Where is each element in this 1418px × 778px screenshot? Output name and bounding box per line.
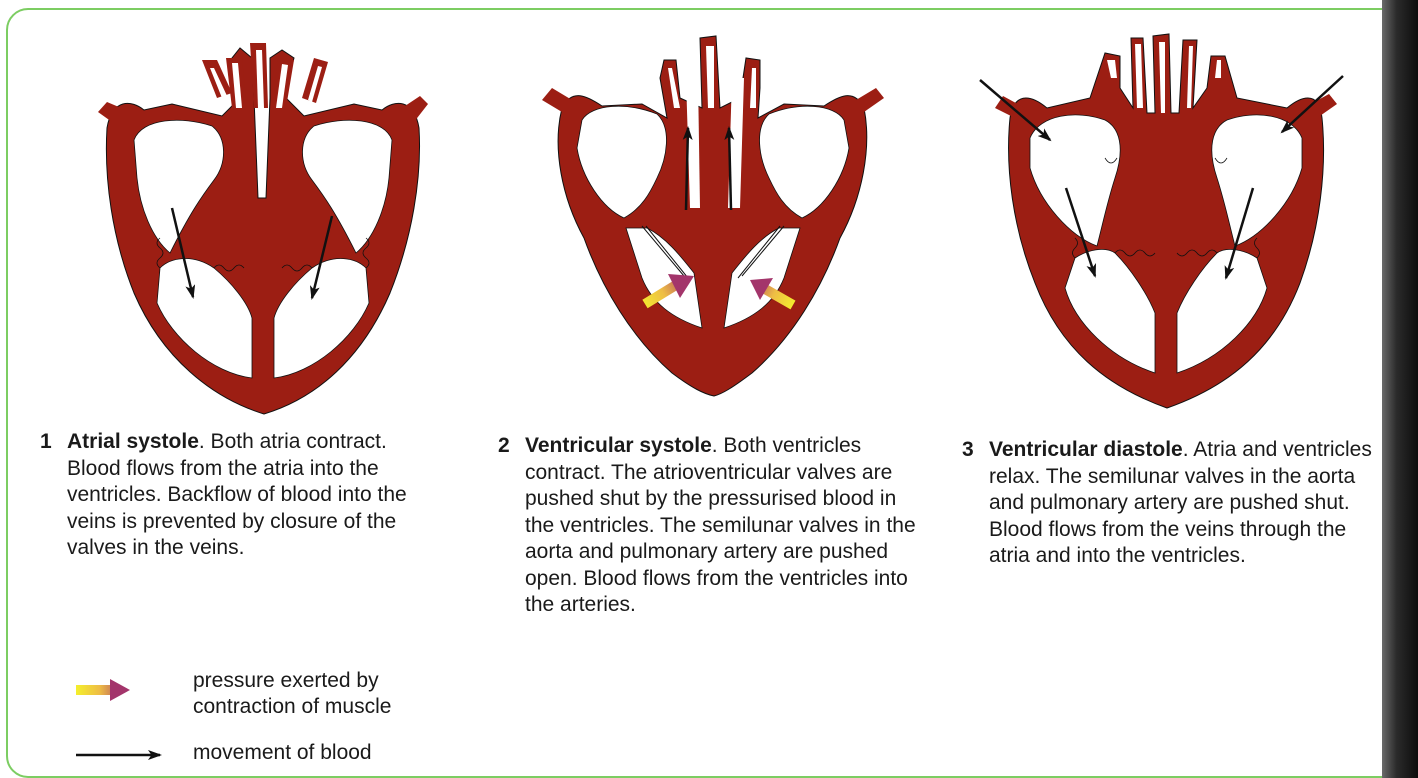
stage-number: 1 <box>40 429 52 456</box>
legend-movement-label: movement of blood <box>193 740 433 766</box>
heart-1-atrial-systole <box>98 43 428 414</box>
stage-2-caption: 2 Ventricular systole. Both ventricles c… <box>498 433 918 619</box>
stage-description: . Both ventricles contract. The atrioven… <box>525 434 916 616</box>
legend-pressure-label: pressure exerted by contraction of muscl… <box>193 668 433 720</box>
heart-2-ventricular-systole <box>542 36 884 396</box>
heart-3-ventricular-diastole <box>980 34 1343 408</box>
stage-title: Ventricular diastole <box>989 438 1183 461</box>
stage-1-caption: 1 Atrial systole. Both atria contract. B… <box>40 429 440 562</box>
stage-number: 2 <box>498 433 510 460</box>
stage-title: Atrial systole <box>67 430 199 453</box>
stage-number: 3 <box>962 437 974 464</box>
stage-title: Ventricular systole <box>525 434 712 457</box>
book-page-edge <box>1382 0 1418 778</box>
gradient-arrow-icon <box>76 679 130 701</box>
stage-3-caption: 3 Ventricular diastole. Atria and ventri… <box>962 437 1382 570</box>
